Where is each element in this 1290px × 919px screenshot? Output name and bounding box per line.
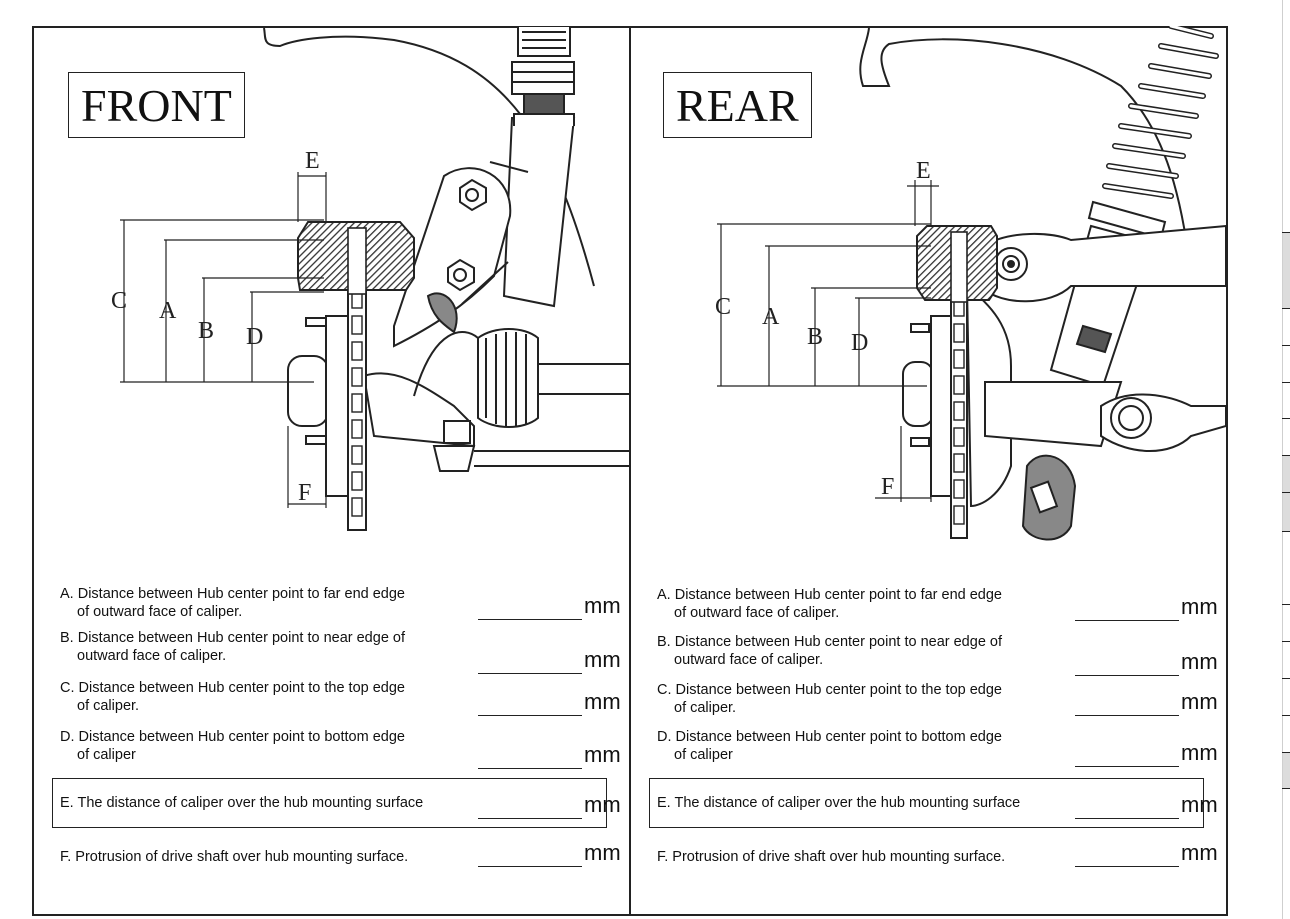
unit-label: mm [1181, 594, 1218, 619]
dim-label-d: D [851, 330, 868, 356]
item-text: E. The distance of caliper over the hub … [657, 795, 1021, 811]
item-text: F. Protrusion of drive shaft over hub mo… [657, 849, 1006, 865]
unit-label: mm [1181, 740, 1218, 765]
front-e-input-line[interactable] [478, 818, 582, 819]
edge-table-cell [1283, 752, 1290, 788]
rear-a-input-line[interactable] [1075, 620, 1179, 621]
unit-label: mm [1181, 689, 1218, 714]
edge-table-rule [1282, 641, 1290, 642]
rear-f-input-line[interactable] [1075, 866, 1179, 867]
edge-table-rule [1282, 604, 1290, 605]
dim-label-e: E [305, 148, 320, 174]
front-b-input-line[interactable] [478, 673, 582, 674]
edge-table-border [1282, 0, 1283, 919]
dim-label-a: A [762, 304, 780, 330]
item-text-cont: of caliper. [77, 698, 140, 714]
unit-label: mm [1181, 840, 1218, 865]
item-text-cont: outward face of caliper. [77, 648, 227, 664]
edge-table-rule [1282, 492, 1290, 493]
dim-label-d: D [246, 324, 263, 350]
edge-table-rule [1282, 715, 1290, 716]
item-text: F. Protrusion of drive shaft over hub mo… [60, 849, 409, 865]
edge-table-rule [1282, 418, 1290, 419]
edge-table-rule [1282, 232, 1290, 233]
front-title: FRONT [68, 72, 245, 138]
dim-label-b: B [807, 324, 823, 350]
unit-label: mm [1181, 792, 1218, 817]
front-c-input-line[interactable] [478, 715, 582, 716]
front-suspension-diagram: E C A B D F [111, 26, 629, 531]
item-text: C. Distance between Hub center point to … [657, 682, 1002, 698]
unit-label: mm [584, 647, 621, 672]
item-text-cont: of caliper [77, 747, 136, 763]
unit-label: mm [584, 792, 621, 817]
unit-label: mm [1181, 649, 1218, 674]
item-text: A. Distance between Hub center point to … [657, 587, 1002, 603]
item-text-cont: of outward face of caliper. [77, 604, 243, 620]
dim-label-e: E [916, 158, 931, 184]
edge-table-rule [1282, 382, 1290, 383]
dim-label-f: F [881, 474, 894, 500]
item-text: A. Distance between Hub center point to … [60, 586, 405, 602]
rear-c-input-line[interactable] [1075, 715, 1179, 716]
dim-label-a: A [159, 298, 177, 324]
edge-table-rule [1282, 788, 1290, 789]
item-text-cont: of caliper. [674, 700, 737, 716]
unit-label: mm [584, 742, 621, 767]
rear-d-input-line[interactable] [1075, 766, 1179, 767]
front-dimension-labels: E C A B D F [111, 148, 320, 506]
unit-label: mm [584, 840, 621, 865]
edge-table-rule [1282, 678, 1290, 679]
item-text-cont: outward face of caliper. [674, 652, 824, 668]
rear-title: REAR [663, 72, 812, 138]
edge-table-rule [1282, 308, 1290, 309]
item-text-cont: of outward face of caliper. [674, 605, 840, 621]
front-panel: E C A B D F FRONT A. Distance between Hu… [34, 26, 629, 916]
edge-table-cell [1283, 232, 1290, 308]
unit-label: mm [584, 593, 621, 618]
item-text: B. Distance between Hub center point to … [60, 630, 405, 646]
item-text-cont: of caliper [674, 747, 733, 763]
edge-table-rule [1282, 345, 1290, 346]
rear-dimension-labels: E C A B D F [715, 158, 931, 500]
rear-panel: E C A B D F REAR A. Distance between Hub… [631, 26, 1226, 916]
edge-table-rule [1282, 531, 1290, 532]
item-text: B. Distance between Hub center point to … [657, 634, 1002, 650]
front-a-input-line[interactable] [478, 619, 582, 620]
edge-table-rule [1282, 455, 1290, 456]
front-d-input-line[interactable] [478, 768, 582, 769]
unit-label: mm [584, 689, 621, 714]
dim-label-c: C [715, 294, 731, 320]
front-item-e-box [52, 778, 607, 828]
rear-item-e-box [649, 778, 1204, 828]
edge-table-cell [1283, 455, 1290, 531]
rear-e-input-line[interactable] [1075, 818, 1179, 819]
rear-suspension-diagram: E C A B D F [715, 26, 1226, 541]
item-text: E. The distance of caliper over the hub … [60, 795, 424, 811]
item-text: D. Distance between Hub center point to … [657, 729, 1002, 745]
dim-label-f: F [298, 480, 311, 506]
rear-b-input-line[interactable] [1075, 675, 1179, 676]
edge-table-rule [1282, 752, 1290, 753]
panel-divider [629, 26, 631, 916]
item-text: C. Distance between Hub center point to … [60, 680, 405, 696]
dim-label-c: C [111, 288, 127, 314]
dim-label-b: B [198, 318, 214, 344]
front-f-input-line[interactable] [478, 866, 582, 867]
item-text: D. Distance between Hub center point to … [60, 729, 405, 745]
